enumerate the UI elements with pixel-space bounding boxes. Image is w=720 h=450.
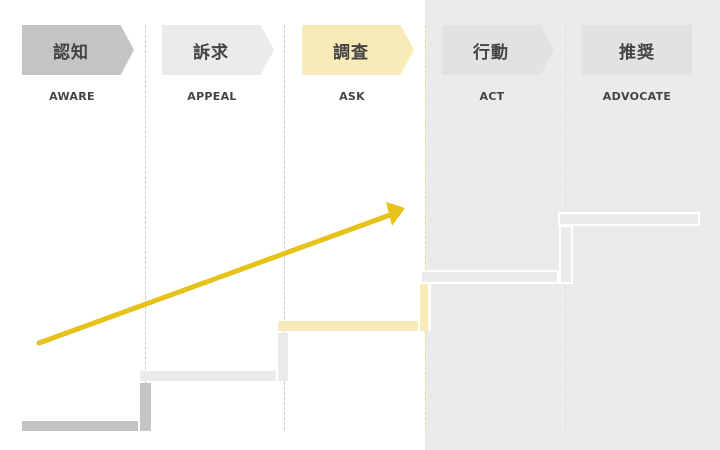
step-act-riser [559,225,573,284]
stage-aware-chevron: 認知 [22,25,134,75]
step-aware-riser [140,383,151,431]
stage-advocate-box: 推奨 [582,25,692,75]
growth-arrow-head [386,202,405,226]
stage-ask-jp: 調査 [333,42,369,63]
stage-ask-chevron: 調査 [302,25,414,75]
stage-appeal-chevron: 訴求 [162,25,274,75]
step-act-tread [420,270,559,284]
step-ask-riser [420,284,430,331]
step-aware-tread [22,421,138,431]
growth-arrow-line [36,212,393,346]
stage-advocate-en: ADVOCATE [602,90,672,103]
stage-act-jp: 行動 [473,42,509,63]
stage-appeal-jp: 訴求 [193,42,229,63]
stage-ask-en: ASK [339,90,365,103]
stage-act-chevron: 行動 [442,25,554,75]
step-appeal-riser [278,333,288,381]
stage-advocate-jp: 推奨 [619,42,655,63]
stage-aware-en: AWARE [49,90,95,103]
stage-divider [425,25,426,430]
step-ask-tread [278,321,418,331]
stage-divider [284,25,285,430]
step-advocate-tread [558,212,700,226]
stage-divider [145,25,146,430]
stage-act-en: ACT [479,90,505,103]
stage-aware-jp: 認知 [53,42,89,63]
step-appeal-tread [140,371,276,381]
stage-appeal-en: APPEAL [187,90,237,103]
